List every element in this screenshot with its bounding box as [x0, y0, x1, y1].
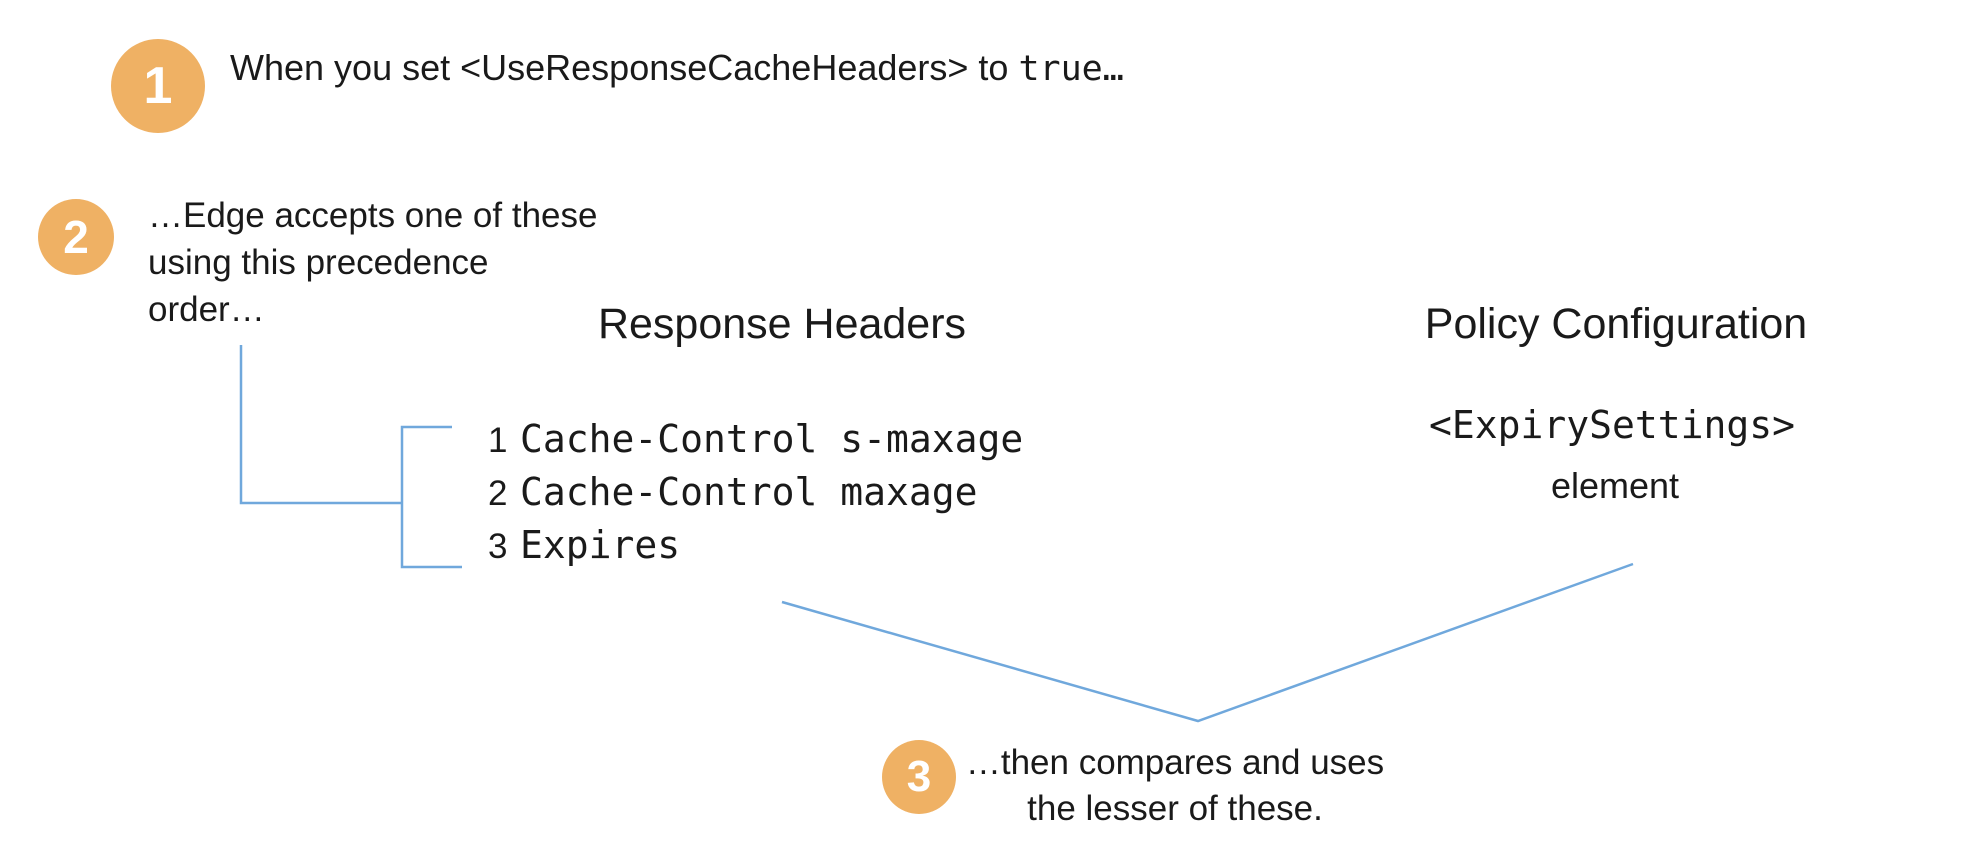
compare-chevron-line [781, 562, 1634, 723]
step-2-line-2: using this precedence [148, 243, 489, 282]
response-headers-title: Response Headers [597, 300, 967, 348]
list-item-rank: 2 [488, 474, 508, 513]
list-item-rank: 3 [488, 527, 508, 566]
step-3-line-1: …then compares and uses [965, 743, 1385, 782]
step-1-code-true: true… [1018, 49, 1124, 89]
precedence-bracket [400, 425, 462, 569]
step-1-text-prefix: When you set <UseResponseCacheHeaders> t… [230, 47, 1019, 88]
response-headers-precedence-list: 1 Cache-Control s-maxage 2 Cache-Control… [488, 417, 1023, 576]
step-2-number: 2 [63, 211, 89, 263]
expiry-settings-code: <ExpirySettings> [1428, 403, 1796, 447]
step-1-text: When you set <UseResponseCacheHeaders> t… [230, 47, 1124, 89]
step-3-text: …then compares and uses the lesser of th… [960, 740, 1390, 832]
precedence-connector-line [239, 345, 402, 505]
list-item-value: Cache-Control maxage [520, 470, 978, 514]
list-item: 2 Cache-Control maxage [488, 470, 1023, 523]
expiry-settings-caption: element [1550, 465, 1680, 506]
step-3-badge: 3 [882, 740, 956, 814]
list-item: 1 Cache-Control s-maxage [488, 417, 1023, 470]
step-2-text: …Edge accepts one of these using this pr… [148, 192, 597, 333]
list-item: 3 Expires [488, 523, 1023, 576]
policy-configuration-title: Policy Configuration [1424, 300, 1808, 348]
step-1-number: 1 [143, 57, 173, 115]
list-item-rank: 1 [488, 421, 508, 460]
step-2-badge: 2 [38, 199, 114, 275]
step-2-line-3: order… [148, 290, 265, 329]
step-3-line-2: the lesser of these. [1027, 789, 1323, 828]
list-item-value: Cache-Control s-maxage [520, 417, 1024, 461]
step-2-line-1: …Edge accepts one of these [148, 196, 598, 235]
step-3-number: 3 [906, 752, 932, 801]
list-item-value: Expires [520, 523, 681, 567]
step-1-badge: 1 [111, 39, 205, 133]
